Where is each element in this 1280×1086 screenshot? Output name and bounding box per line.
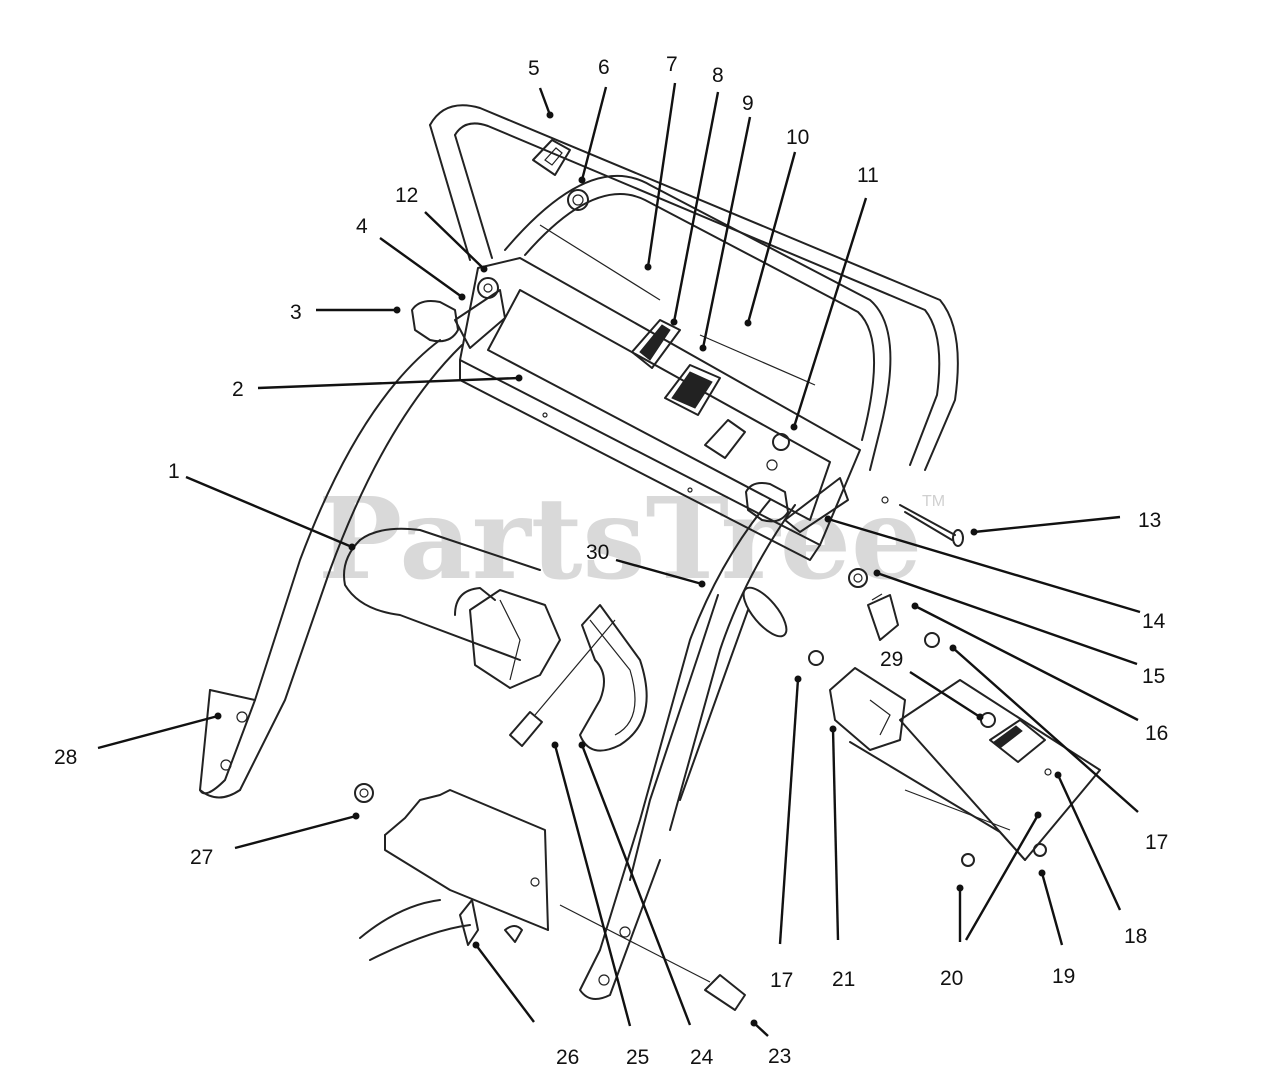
callout-10: 10 bbox=[786, 126, 809, 149]
callout-25: 25 bbox=[626, 1046, 649, 1069]
wire-clip-26 bbox=[459, 899, 479, 946]
callout-18: 18 bbox=[1124, 925, 1147, 948]
callout-9: 9 bbox=[742, 92, 754, 115]
callout-1: 1 bbox=[168, 460, 180, 483]
callout-11: 11 bbox=[857, 164, 879, 187]
callout-2: 2 bbox=[232, 378, 244, 401]
key-and-ring bbox=[532, 139, 589, 211]
nut-14 bbox=[848, 568, 868, 588]
callout-7: 7 bbox=[666, 53, 678, 76]
callout-17-bottom: 17 bbox=[770, 969, 793, 992]
screw bbox=[509, 619, 616, 747]
callout-27: 27 bbox=[190, 846, 213, 869]
bolt-23 bbox=[559, 904, 746, 1011]
nut-27 bbox=[354, 783, 374, 803]
callout-29: 29 bbox=[880, 648, 903, 671]
callout-14: 14 bbox=[1142, 610, 1166, 633]
relay bbox=[808, 650, 906, 751]
callout-6: 6 bbox=[598, 56, 610, 79]
callout-21: 21 bbox=[832, 968, 855, 991]
callout-8: 8 bbox=[712, 64, 724, 87]
clamp bbox=[579, 604, 648, 752]
watermark-trademark: TM bbox=[922, 493, 945, 510]
callout-23: 23 bbox=[768, 1045, 791, 1068]
callout-15: 15 bbox=[1142, 665, 1165, 688]
bolt bbox=[881, 496, 964, 547]
callout-17-right: 17 bbox=[1145, 831, 1168, 854]
watermark-text: PartsTree bbox=[318, 474, 922, 605]
handle-frame bbox=[199, 104, 959, 1000]
cable-tie bbox=[629, 586, 788, 881]
callout-3: 3 bbox=[290, 301, 302, 324]
mounting-bracket bbox=[359, 789, 549, 961]
callout-20: 20 bbox=[940, 967, 963, 990]
callout-13: 13 bbox=[1138, 509, 1161, 532]
callout-30: 30 bbox=[586, 541, 609, 564]
plug-connector-15 bbox=[867, 593, 899, 641]
callout-28: 28 bbox=[54, 746, 77, 769]
leader-lines bbox=[97, 82, 1141, 1037]
callout-19: 19 bbox=[1052, 965, 1075, 988]
callout-26: 26 bbox=[556, 1046, 579, 1069]
callout-labels: 1 2 3 4 5 6 7 8 9 10 11 12 13 14 15 16 1… bbox=[54, 53, 1168, 1069]
callout-5: 5 bbox=[528, 57, 540, 80]
callout-12: 12 bbox=[395, 184, 418, 207]
callout-24: 24 bbox=[690, 1046, 714, 1069]
capacitor bbox=[343, 527, 561, 689]
callout-4: 4 bbox=[356, 215, 368, 238]
control-panel bbox=[411, 224, 861, 561]
callout-16: 16 bbox=[1145, 722, 1168, 745]
